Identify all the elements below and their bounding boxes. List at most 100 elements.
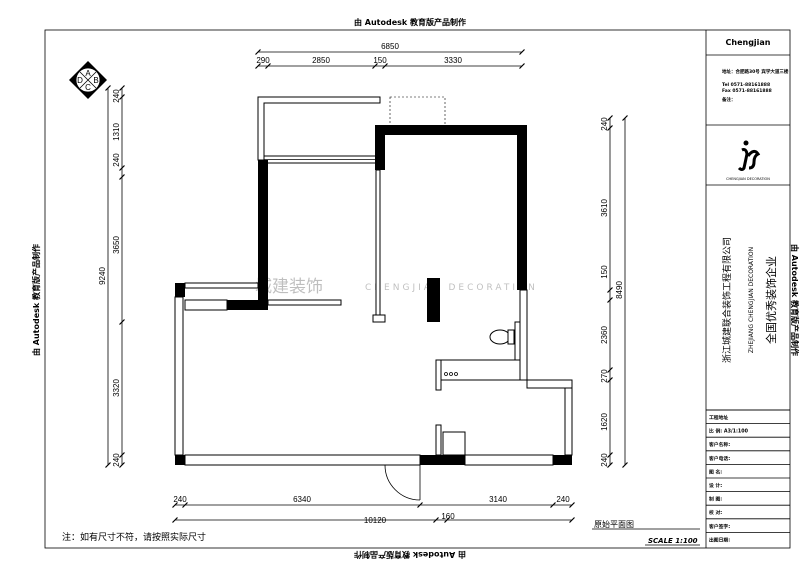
edu-watermark-bottom: 由 Autodesk 教育版产品制作 [354, 550, 466, 560]
dim-top: 290 [256, 56, 270, 65]
dim-top: 3330 [444, 56, 462, 65]
dim-tick [519, 49, 525, 55]
toilet-icon [489, 329, 511, 345]
scale-label: SCALE 1:100 [648, 537, 698, 545]
dimension-note: 注：如有尺寸不符，请按照实际尺寸 [62, 531, 206, 543]
slogan: 全国优秀装饰企业 [764, 256, 778, 344]
dim-tick [372, 63, 378, 69]
dim-top: 150 [373, 56, 387, 65]
compass-d: D [77, 76, 83, 85]
dim-right: 270 [600, 369, 609, 383]
compass-index-symbol: A B C D [69, 61, 107, 99]
dim-tick [519, 63, 525, 69]
dim-tick [119, 174, 125, 180]
dim-tick [255, 49, 261, 55]
dim-tick [119, 165, 125, 171]
title-row-label: 客户名称: [708, 441, 730, 448]
dim-tick [569, 502, 575, 508]
dim-tick [182, 502, 188, 508]
dim-tick [607, 452, 613, 458]
dim-left: 240 [112, 89, 121, 103]
dim-bottom: 240 [173, 495, 187, 504]
dim-tick [607, 297, 613, 303]
dim-tick [119, 85, 125, 91]
dim-bottom-extra: 160 [441, 512, 455, 521]
dim-tick [172, 502, 178, 508]
title-block: Chengjian 地址：合肥路30号 宾学大道三楼 Tel 0571-8816… [705, 30, 790, 548]
dim-tick [382, 63, 388, 69]
dim-right: 1620 [600, 413, 609, 431]
watermark-cn: 城建装饰 [255, 277, 323, 297]
dim-top: 2850 [312, 56, 330, 65]
dim-left: 3650 [112, 236, 121, 254]
company-logo-icon [737, 140, 761, 171]
dim-tick [417, 502, 423, 508]
dim-right: 2360 [600, 326, 609, 344]
logo-watermark: 城建装饰 CHENGJIAN DECORATION [255, 277, 538, 297]
dim-tick [265, 63, 271, 69]
dim-right: 150 [600, 265, 609, 279]
dim-tick [119, 452, 125, 458]
dim-tick [607, 287, 613, 293]
edu-watermark-top: 由 Autodesk 教育版产品制作 [354, 17, 466, 27]
title-row-label: 比 例: A3/1:100 [709, 428, 749, 435]
title-row-label: 制 图: [709, 496, 722, 503]
dim-right: 240 [600, 117, 609, 131]
dim-tick [622, 462, 628, 468]
dim-tick [622, 115, 628, 121]
dim-right-total: 8490 [615, 281, 624, 299]
dim-tick [607, 462, 613, 468]
dim-tick [607, 115, 613, 121]
title-row-label: 出图日期: [709, 536, 730, 543]
brand-name: Chengjian [726, 38, 771, 47]
dim-tick [607, 367, 613, 373]
dim-tick [119, 462, 125, 468]
dim-tick [444, 517, 450, 523]
entry-door [384, 464, 421, 501]
dim-right: 240 [600, 453, 609, 467]
drawing-title: 原始平面图 [594, 519, 634, 529]
company-name-en: ZHEJIANG CHENGJIAN DECORATION [748, 247, 755, 353]
edu-watermark-right: 由 Autodesk 教育版产品制作 [790, 244, 800, 356]
compass-c: C [85, 83, 91, 92]
dim-tick [172, 517, 178, 523]
compass-a: A [85, 69, 91, 78]
title-row-label: 客户电话: [708, 455, 730, 462]
dim-right: 3610 [600, 199, 609, 217]
dim-left: 3320 [112, 379, 121, 397]
dim-top-total: 6850 [381, 42, 399, 51]
dim-left: 240 [112, 453, 121, 467]
dim-tick [105, 85, 111, 91]
title-row-label: 工程地址 [709, 414, 728, 421]
walls [174, 96, 573, 501]
dimension-lines: 6850 290 2850 150 3330 9240 240 1310 240… [98, 42, 700, 546]
dim-bottom: 240 [556, 495, 570, 504]
tel: Tel 0571-88161888 [722, 82, 770, 88]
dim-tick [607, 125, 613, 131]
title-row-label: 设 计: [709, 482, 722, 489]
dim-tick [569, 517, 575, 523]
dim-tick [105, 462, 111, 468]
compass-b: B [93, 76, 98, 85]
dim-left: 240 [112, 153, 121, 167]
fax: Fax 0571-88161888 [722, 88, 772, 94]
dim-tick [119, 319, 125, 325]
title-row-label: 客户签字: [708, 523, 730, 530]
dim-tick [607, 377, 613, 383]
title-row-label: 校 对: [709, 509, 722, 516]
dim-tick [550, 502, 556, 508]
remark: 备注： [721, 96, 736, 103]
logo-caption: CHENGJIAN DECORATION [726, 177, 770, 181]
title-row-label: 图 名: [709, 468, 722, 475]
watermark-en: CHENGJIAN DECORATION [365, 283, 538, 293]
dim-bottom: 6340 [293, 495, 311, 504]
dim-left-total: 9240 [98, 267, 107, 285]
sheet-border [44, 29, 791, 549]
dim-tick [433, 517, 439, 523]
dim-tick [119, 94, 125, 100]
dim-bottom-total: 10120 [364, 516, 387, 525]
dim-tick [255, 63, 261, 69]
dim-bottom: 3140 [489, 495, 507, 504]
address: 地址：合肥路30号 宾学大道三楼 [722, 68, 789, 75]
